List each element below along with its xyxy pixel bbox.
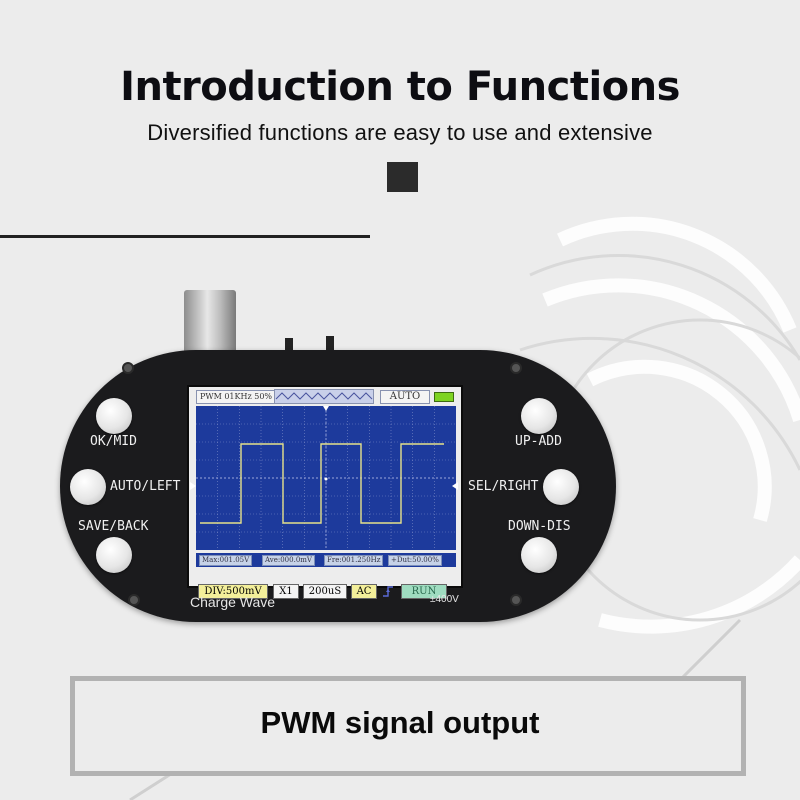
banner-text: PWM signal output [260, 705, 540, 740]
save-back-label: SAVE/BACK [78, 519, 149, 534]
screw-icon [128, 594, 140, 606]
trigger-marker-right-icon [452, 482, 458, 490]
battery-icon [434, 392, 454, 402]
ok-mid-button[interactable] [96, 398, 132, 434]
dut-value: +Dut:50.00% [388, 555, 442, 566]
mode-chip[interactable]: AUTO [380, 390, 430, 404]
fre-value: Fre:001.250Hz [324, 555, 384, 566]
down-dis-button[interactable] [521, 537, 557, 573]
ave-value: Ave:000.0mV [262, 555, 315, 566]
screw-icon [510, 594, 522, 606]
voltage-rating-label: ±400V [430, 594, 459, 605]
ok-mid-label: OK/MID [90, 434, 137, 449]
trigger-marker-left-icon [190, 482, 196, 490]
coupling-chip[interactable]: AC [351, 584, 377, 599]
timebase-chip[interactable]: 200uS [303, 584, 347, 599]
screw-icon [122, 362, 134, 374]
up-add-label: UP-ADD [515, 434, 562, 449]
top-jack-left [285, 338, 293, 352]
divider-line [0, 235, 370, 238]
waveform-plot [196, 406, 456, 550]
waveform-preview-icon [274, 389, 374, 404]
auto-left-label: AUTO/LEFT [110, 479, 181, 494]
save-back-button[interactable] [96, 537, 132, 573]
probe-chip[interactable]: X1 [273, 584, 299, 599]
page-subtitle: Diversified functions are easy to use an… [147, 120, 653, 145]
div-chip[interactable]: DIV:500mV [198, 584, 268, 599]
banner-frame [70, 676, 746, 776]
decorative-square [387, 162, 418, 192]
down-dis-label: DOWN-DIS [508, 519, 571, 534]
sel-right-button[interactable] [543, 469, 579, 505]
max-value: Max:001.05V [199, 555, 253, 566]
auto-left-button[interactable] [70, 469, 106, 505]
run-status-chip[interactable]: RUN [401, 584, 447, 599]
charge-wave-label: Charge Wave [190, 594, 276, 610]
trigger-edge-icon [383, 586, 393, 597]
up-add-button[interactable] [521, 398, 557, 434]
screw-icon [510, 362, 522, 374]
bnc-connector [184, 290, 236, 352]
page-title: Introduction to Functions [120, 64, 680, 110]
pwm-status-chip: PWM 01KHz 50% [196, 390, 277, 404]
top-jack-right [326, 336, 334, 350]
sel-right-label: SEL/RIGHT [468, 479, 539, 494]
